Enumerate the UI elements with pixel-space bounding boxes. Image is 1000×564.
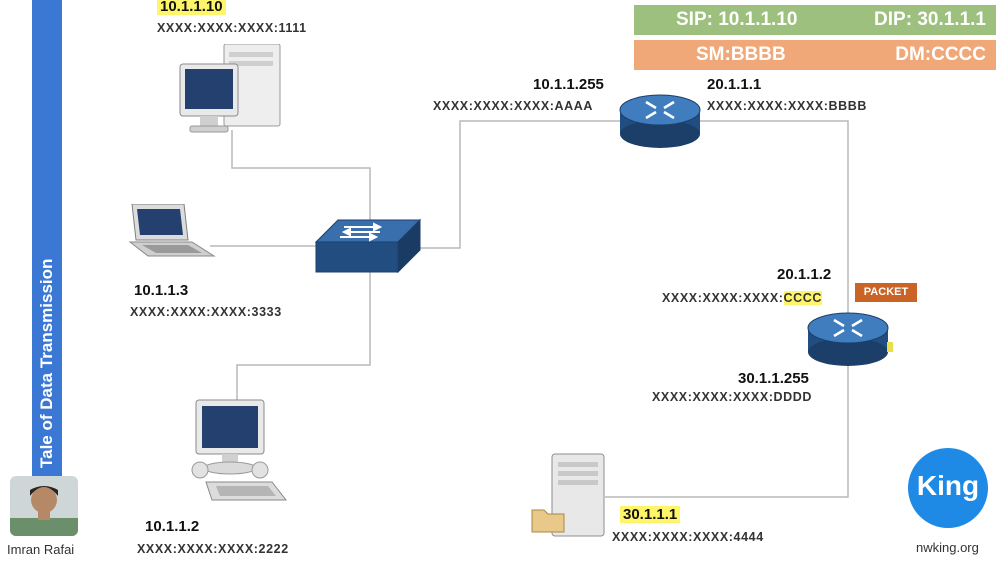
router2-top-mac-suffix: CCCC: [783, 291, 823, 305]
presenter-avatar: [10, 476, 78, 536]
pc2-mac: XXXX:XXXX:XXXX:2222: [137, 542, 289, 556]
router2-top-mac: XXXX:XXXX:XXXX:CCCC: [662, 291, 823, 305]
router1-right-mac: XXXX:XXXX:XXXX:BBBB: [707, 99, 868, 113]
presenter-name: Imran Rafai: [7, 542, 75, 557]
link-router2-server: [605, 365, 849, 498]
router1-right-ip: 20.1.1.1: [707, 76, 762, 93]
laptop-icon: [128, 204, 216, 257]
brand-logo: King: [908, 448, 988, 528]
router-icon: [807, 312, 893, 366]
link-switch-router1: [420, 120, 622, 249]
router1-left-mac: XXXX:XXXX:XXXX:AAAA: [433, 99, 594, 113]
server-ip: 30.1.1.1: [620, 506, 681, 523]
router2-top-mac-prefix: XXXX:XXXX:XXXX:: [662, 291, 784, 305]
pc1-ip: 10.1.1.10: [157, 0, 226, 15]
switch-icon: [314, 218, 422, 274]
destination-mac: DM:CCCC: [895, 44, 986, 65]
title-bar: Tale of Data Transmission: [32, 0, 62, 480]
router1-left-ip: 10.1.1.255: [533, 76, 604, 93]
link-pc1-switch: [231, 130, 371, 222]
packet-badge: PACKET: [855, 283, 917, 302]
router2-bottom-mac: XXXX:XXXX:XXXX:DDDD: [652, 390, 813, 404]
link-router1-router2: [700, 120, 849, 316]
desktop-computer-icon: [191, 399, 288, 501]
router2-bottom-ip: 30.1.1.255: [738, 370, 809, 387]
source-ip: SIP: 10.1.1.10: [676, 9, 798, 30]
source-mac: SM:BBBB: [696, 44, 786, 65]
pc2-ip: 10.1.1.2: [145, 518, 200, 535]
diagram-title: Tale of Data Transmission: [37, 258, 56, 468]
laptop-mac: XXXX:XXXX:XXXX:3333: [130, 305, 282, 319]
brand-site: nwking.org: [916, 540, 979, 555]
link-pc2-switch: [236, 272, 371, 400]
pc1-mac: XXXX:XXXX:XXXX:1111: [157, 21, 307, 35]
router2-top-ip: 20.1.1.2: [777, 266, 832, 283]
destination-ip: DIP: 30.1.1.1: [874, 9, 986, 30]
brand-logo-text: King: [916, 470, 980, 501]
desktop-computer-icon: [179, 44, 281, 133]
server-icon: [531, 453, 605, 537]
router-icon: [619, 94, 701, 148]
laptop-ip: 10.1.1.3: [134, 282, 189, 299]
header-ip-row: SIP: 10.1.1.10 DIP: 30.1.1.1 SM:BBBB DM:…: [634, 5, 996, 70]
server-mac: XXXX:XXXX:XXXX:4444: [612, 530, 764, 544]
